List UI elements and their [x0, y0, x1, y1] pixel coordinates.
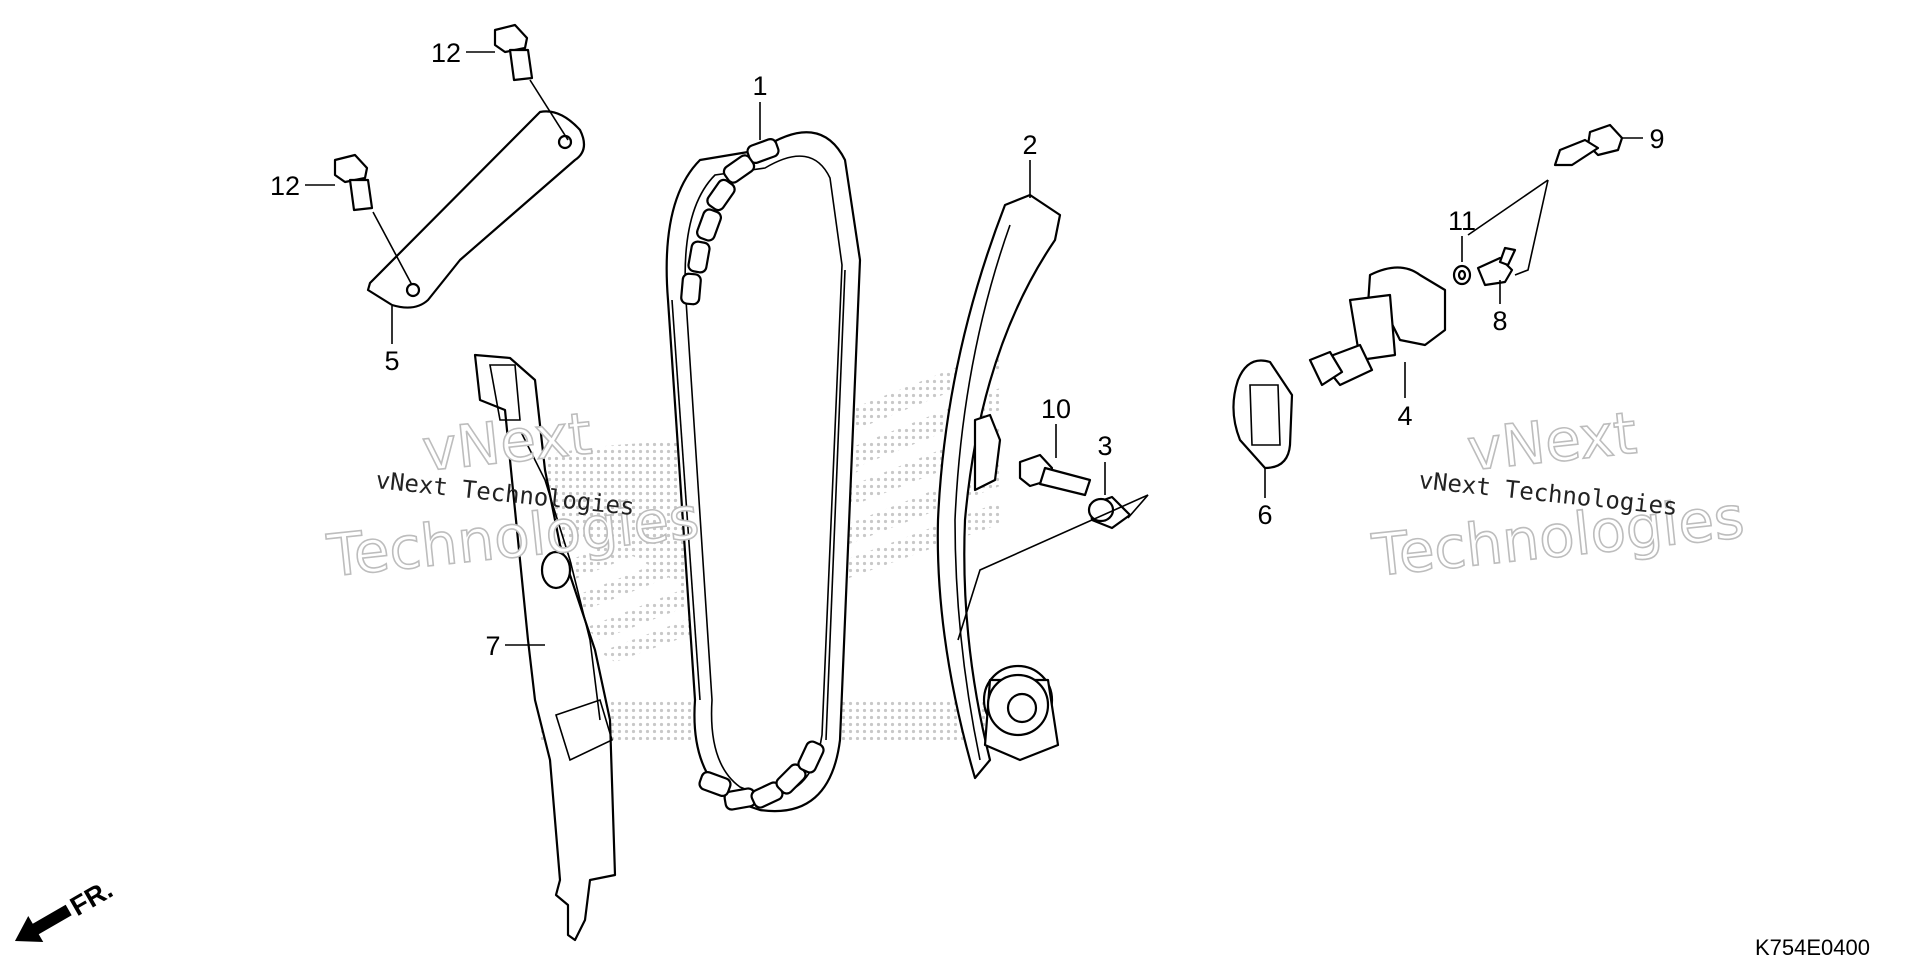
- callout-6: 6: [1257, 500, 1272, 530]
- front-direction-indicator: FR.: [14, 874, 118, 942]
- washer-11: [1452, 264, 1472, 286]
- callout-12-upper: 12: [431, 38, 461, 68]
- callout-9: 9: [1649, 124, 1664, 154]
- chain-links-top: [680, 138, 780, 306]
- bolt-8: [1476, 246, 1517, 287]
- diagram-code: K754E0400: [1755, 935, 1870, 960]
- callout-7: 7: [485, 631, 500, 661]
- callout-leaders: [305, 51, 1643, 646]
- guide-plate: [366, 110, 586, 309]
- gasket: [1232, 359, 1294, 470]
- callout-8: 8: [1492, 306, 1507, 336]
- callouts: 1 2 3 4 5 6 7 8 9 10 11 12 12: [270, 38, 1665, 661]
- watermark-right-line1: vNext: [1464, 399, 1640, 484]
- front-arrow-icon: [14, 904, 72, 942]
- callout-11: 11: [1448, 206, 1476, 236]
- callout-10: 10: [1041, 394, 1071, 424]
- front-label: FR.: [65, 874, 118, 922]
- chain-links-bottom: [698, 740, 825, 811]
- callout-3: 3: [1097, 431, 1112, 461]
- collar-3: [957, 494, 1149, 641]
- tensioner-lifter: [1308, 266, 1447, 387]
- bolt-12-upper: [493, 23, 569, 141]
- callout-2: 2: [1022, 130, 1037, 160]
- bolt-12-lower: [333, 153, 413, 286]
- cam-chain: [665, 131, 862, 813]
- callout-12-lower: 12: [270, 171, 300, 201]
- chain-tensioner-arm: [936, 193, 1062, 780]
- callout-1: 1: [752, 71, 767, 101]
- bolt-9: [1467, 123, 1624, 276]
- callout-5: 5: [384, 346, 399, 376]
- chain-guide: [473, 353, 617, 942]
- bolt-10: [1018, 453, 1092, 497]
- callout-4: 4: [1397, 401, 1412, 431]
